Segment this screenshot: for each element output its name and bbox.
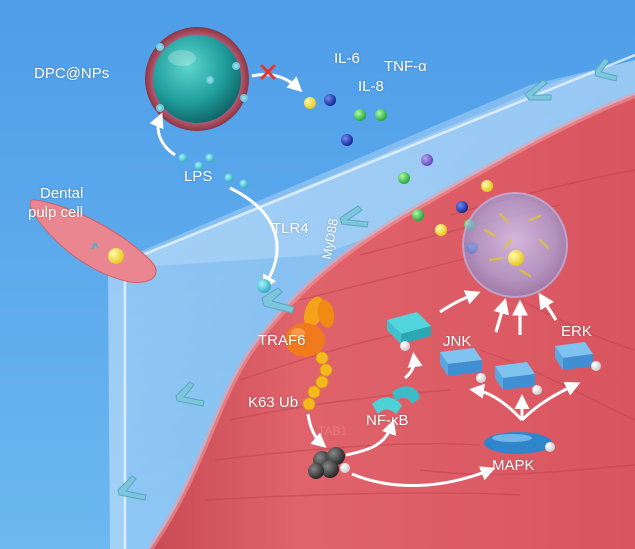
- label-il8: IL-8: [358, 78, 384, 95]
- plane-left-edge: [108, 258, 125, 549]
- arrow-tab1-to-mapk: [351, 466, 496, 488]
- label-traf6: TRAF6: [258, 332, 306, 349]
- arrow-lps-to-np: [149, 112, 176, 157]
- membrane-edge-highlight: [147, 92, 635, 549]
- mapk-protein: [484, 432, 555, 454]
- plane-edge-line: [124, 53, 635, 264]
- arrow-tab1-to-nfkb: [345, 419, 397, 457]
- label-pulp-cell: pulp cell: [28, 204, 84, 221]
- arrow-nfkb-to-nucleus: [439, 290, 481, 314]
- red-x-icon: [260, 64, 276, 80]
- label-jnk: JNK: [443, 333, 472, 350]
- arrow-mapk-to-erk: [520, 382, 581, 422]
- nfkb-complex: [372, 386, 420, 414]
- label-tlr4: TLR4: [272, 220, 309, 237]
- p38-kinase: [495, 362, 535, 390]
- y-receptor-icon: [117, 57, 618, 501]
- dental-pulp-cell: [29, 199, 157, 284]
- phosphate-jnk: [476, 373, 486, 383]
- nanoparticle: [145, 27, 249, 131]
- label-tab1: TAB1: [318, 424, 348, 438]
- label-dpc-nps: DPC@NPs: [34, 65, 110, 82]
- membrane-texture: [204, 169, 635, 501]
- nucleus: [462, 192, 568, 298]
- arrow-ub-to-tab1: [306, 413, 327, 448]
- myd88-complex: [303, 296, 335, 328]
- label-il6: IL-6: [334, 50, 360, 67]
- arrow-erk-to-nucleus: [538, 292, 558, 321]
- jnk-kinase: [440, 348, 482, 376]
- nfkb-activated: [387, 312, 431, 351]
- label-nfkb: NF-κB: [366, 412, 409, 429]
- traf6-protein: [285, 323, 325, 357]
- label-dental: Dental: [40, 185, 84, 202]
- cell-nucleus: [108, 248, 124, 264]
- lps-particles: [178, 153, 249, 189]
- label-erk: ERK: [561, 323, 592, 340]
- arrow-lps-to-tlr4: [229, 186, 279, 291]
- tlr4-receptor: [257, 279, 295, 314]
- phosphate-p38: [532, 385, 542, 395]
- arrow-np-to-cytokines: [251, 73, 303, 93]
- label-tnf-alpha: TNF-α: [384, 58, 427, 75]
- label-lps: LPS: [184, 168, 213, 185]
- tab1-complex: [308, 447, 350, 479]
- k63-ubiquitin-chain: [302, 351, 333, 411]
- label-mapk: MAPK: [492, 457, 535, 474]
- arrow-mapk-to-jnk: [469, 383, 524, 422]
- cytokine-cluster: [304, 94, 387, 146]
- erk-kinase: [555, 342, 601, 371]
- arrow-jnk-to-nucleus: [493, 297, 510, 333]
- label-k63-ub: K63 Ub: [248, 394, 299, 411]
- arrow-nfkb-activation: [404, 352, 423, 380]
